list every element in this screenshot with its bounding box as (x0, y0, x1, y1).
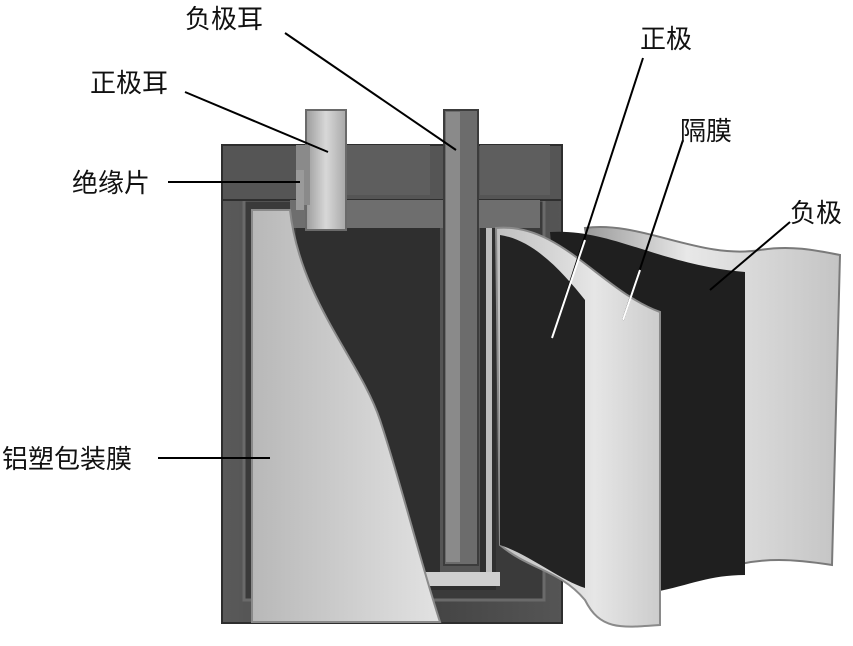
negative-tab (443, 109, 479, 566)
leader-positive-tab (184, 91, 329, 153)
leader-negative-tab (284, 32, 457, 151)
label-insulation-sheet: 绝缘片 (72, 169, 150, 199)
label-negative-electrode: 负极 (790, 199, 842, 229)
label-positive-electrode: 正极 (640, 25, 692, 55)
label-separator: 隔膜 (680, 117, 732, 147)
insulation-sheet (296, 170, 304, 210)
positive-electrode-sheet (500, 235, 585, 588)
label-aluminum-plastic-film: 铝塑包装膜 (2, 445, 132, 475)
label-positive-tab: 正极耳 (90, 69, 168, 99)
leader-negative-electrode (709, 221, 791, 291)
leader-positive-inner (551, 239, 586, 339)
leader-separator-inner (622, 269, 641, 321)
aluminum-plastic-film-flap (251, 209, 442, 623)
label-negative-tab: 负极耳 (185, 5, 263, 35)
